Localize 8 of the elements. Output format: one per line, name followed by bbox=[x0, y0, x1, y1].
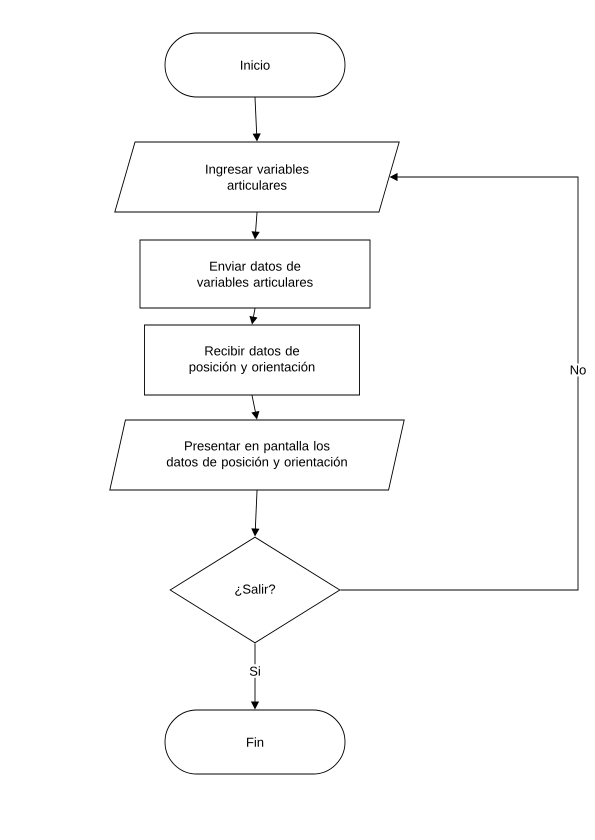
start-terminator: Inicio bbox=[164, 32, 346, 98]
input-parallelogram: Ingresar variables articulares bbox=[114, 142, 400, 212]
edge-label: Si bbox=[247, 664, 263, 678]
output-parallelogram: Presentar en pantalla los datos de posición y orientación bbox=[109, 420, 405, 490]
end-terminator: Fin bbox=[164, 710, 346, 774]
process-box: Enviar datos de variables articulares bbox=[140, 240, 370, 308]
edge-label: No bbox=[568, 363, 588, 377]
process-box: Recibir datos de posición y orientación bbox=[144, 324, 360, 396]
